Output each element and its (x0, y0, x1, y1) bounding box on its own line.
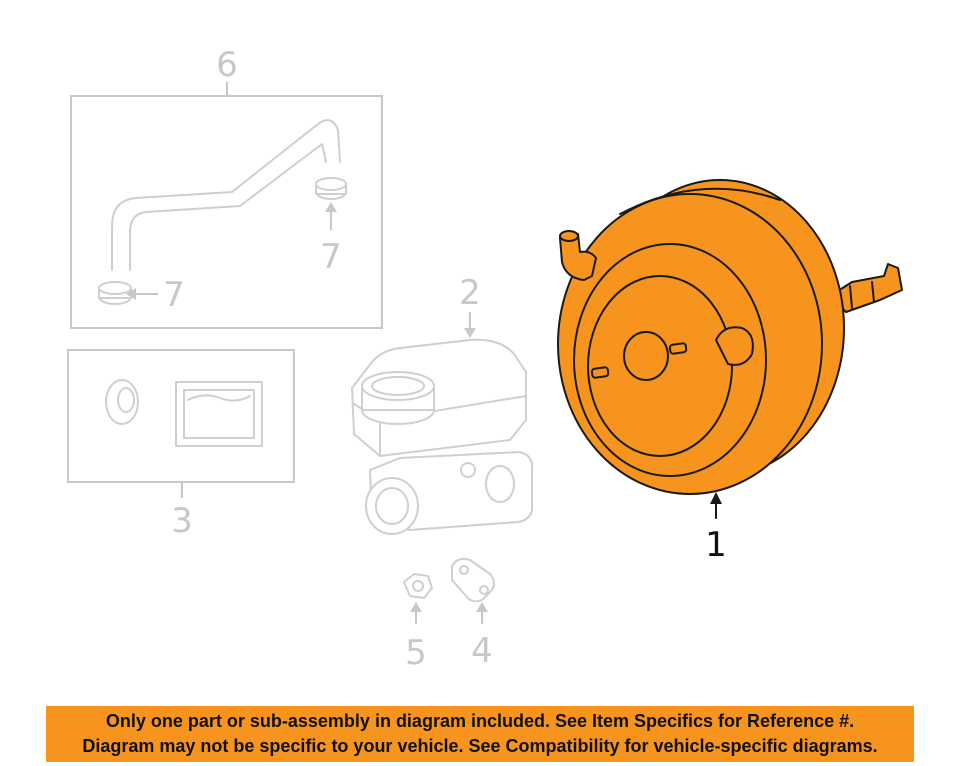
disclaimer-line-1: Only one part or sub-assembly in diagram… (105, 711, 855, 731)
hose-assembly-group: 6 7 7 (70, 45, 383, 329)
seal-kit-group: 3 (67, 349, 295, 541)
callout-4: 4 (471, 631, 493, 671)
arrow-icon (710, 492, 722, 504)
grommet (105, 379, 139, 425)
disclaimer-line-2: Diagram may not be specific to your vehi… (82, 736, 878, 756)
vacuum-hose (111, 119, 341, 271)
callout-3: 3 (171, 501, 193, 541)
master-cylinder (351, 338, 534, 535)
disclaimer-banner: Only one part or sub-assembly in diagram… (46, 706, 914, 762)
parts-diagram: 6 7 7 (67, 45, 903, 673)
arrow-icon (410, 602, 422, 612)
hose-clamp-upper (315, 177, 347, 200)
instruction-sheet (175, 381, 263, 447)
hose-clamp-lower (98, 281, 132, 305)
master-cylinder-group: 2 (351, 273, 534, 535)
arrow-icon (476, 602, 488, 612)
gasket-group: 4 (451, 557, 495, 671)
callout-1: 1 (705, 525, 727, 565)
arrow-icon (126, 288, 136, 300)
callout-5: 5 (405, 633, 427, 673)
gasket (451, 557, 495, 603)
callout-7-lower: 7 (163, 275, 185, 315)
brake-booster-group: 1 (557, 179, 903, 565)
mounting-stud (590, 342, 688, 379)
callout-2: 2 (459, 273, 481, 313)
nut-group: 5 (403, 573, 433, 673)
arrow-icon (325, 202, 337, 212)
callout-7-upper: 7 (320, 237, 342, 277)
hose-box (70, 95, 383, 329)
arrow-icon (464, 328, 476, 338)
brake-booster (557, 179, 903, 495)
flange-nut (403, 573, 433, 599)
seal-kit-box (67, 349, 295, 483)
callout-6: 6 (216, 45, 238, 85)
